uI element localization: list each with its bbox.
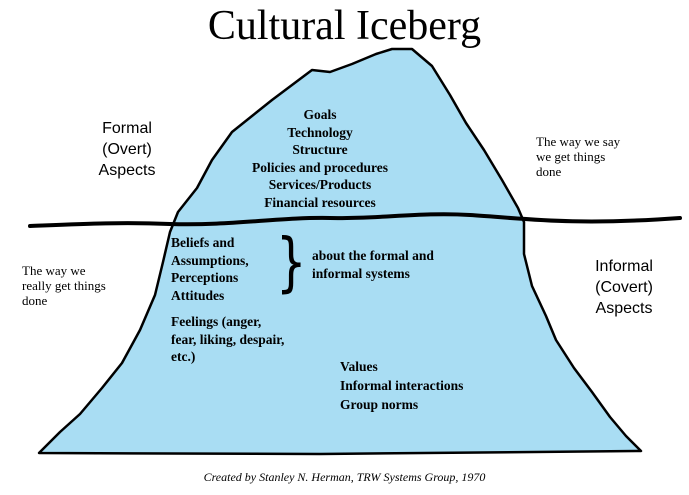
- beliefs-item: Assumptions,: [171, 252, 249, 268]
- really-caption-line: The way we: [22, 263, 86, 278]
- formal-aspects-label: Formal (Overt) Aspects: [82, 118, 172, 181]
- formal-aspects-line: Aspects: [98, 162, 156, 179]
- about-systems-text: about the formal and informal systems: [312, 247, 434, 282]
- beliefs-item: Perceptions: [171, 270, 239, 285]
- say-caption-line: done: [536, 164, 562, 179]
- grouping-brace: }: [276, 226, 307, 300]
- formal-item: Goals: [303, 107, 337, 122]
- really-caption-line: done: [22, 293, 48, 308]
- credit-line: Created by Stanley N. Herman, TRW System…: [203, 470, 486, 484]
- diagram-title: Cultural Iceberg: [207, 3, 482, 49]
- feelings-item: etc.): [171, 349, 196, 364]
- feelings-item: fear, liking, despair,: [171, 331, 285, 347]
- beliefs-list: Beliefs and Assumptions, Perceptions Att…: [171, 234, 249, 304]
- feelings-list: Feelings (anger, fear, liking, despair, …: [171, 313, 284, 366]
- formal-aspects-line: Formal: [102, 120, 152, 137]
- formal-item: Financial resources: [264, 194, 376, 210]
- about-systems-line: informal systems: [312, 265, 410, 281]
- say-caption-line: we get things: [536, 149, 606, 164]
- informal-elements-list: Values Informal interactions Group norms: [340, 357, 463, 414]
- informal-aspects-line: Aspects: [595, 300, 653, 317]
- say-caption-line: The way we say: [536, 134, 621, 149]
- feelings-item: Feelings (anger,: [171, 314, 262, 329]
- informal-aspects-line: Informal: [595, 258, 653, 275]
- informal-item: Informal interactions: [340, 378, 464, 393]
- say-caption: The way we say we get things done: [536, 134, 620, 179]
- informal-item: Group norms: [340, 397, 419, 412]
- about-systems-line: about the formal and: [312, 248, 434, 263]
- formal-elements-list: Goals Technology Structure Policies and …: [210, 106, 430, 211]
- water-line: [28, 212, 682, 228]
- iceberg-shape: [37, 47, 643, 456]
- formal-item: Technology: [287, 124, 353, 140]
- really-caption-line: really get things: [22, 278, 106, 293]
- informal-aspects-label: Informal (Covert) Aspects: [572, 256, 676, 319]
- informal-item: Values: [340, 359, 378, 374]
- really-caption: The way we really get things done: [22, 263, 106, 308]
- formal-aspects-line: (Overt): [102, 141, 152, 158]
- informal-aspects-line: (Covert): [595, 279, 653, 296]
- formal-item: Services/Products: [268, 177, 372, 192]
- formal-item: Policies and procedures: [251, 159, 388, 175]
- beliefs-item: Beliefs and: [171, 235, 235, 250]
- formal-item: Structure: [292, 142, 348, 157]
- beliefs-item: Attitudes: [171, 287, 225, 303]
